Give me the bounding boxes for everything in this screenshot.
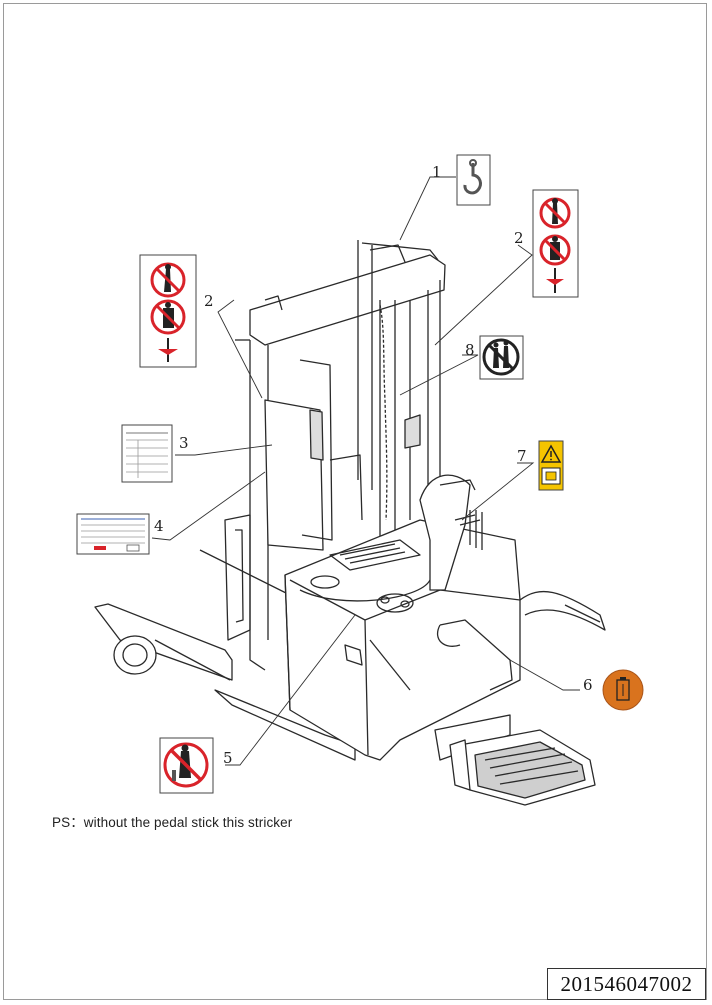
no-standing-under-fork-icon bbox=[532, 189, 579, 298]
foot-pedal bbox=[449, 729, 596, 806]
callout-5: 5 bbox=[223, 749, 233, 767]
callout-2-right: 2 bbox=[514, 229, 524, 247]
nameplate-icon bbox=[76, 513, 150, 555]
hook-icon bbox=[456, 154, 491, 206]
document-number: 201546047002 bbox=[547, 968, 706, 1000]
no-riding-icon bbox=[479, 335, 524, 380]
ps-note: PS：without the pedal stick this stricker bbox=[52, 815, 293, 830]
battery-icon bbox=[602, 669, 644, 711]
no-standing-on-platform-icon bbox=[159, 737, 214, 794]
callout-8: 8 bbox=[465, 341, 475, 359]
callout-1: 1 bbox=[432, 163, 442, 181]
callout-numbers: 1 2 2 3 4 5 6 7 8 bbox=[154, 163, 593, 767]
truck-body bbox=[284, 474, 606, 761]
mast bbox=[224, 240, 446, 671]
callout-3: 3 bbox=[179, 434, 189, 452]
capacity-plate-icon bbox=[121, 424, 173, 483]
callout-7: 7 bbox=[517, 447, 527, 465]
forks bbox=[94, 549, 356, 761]
callout-6: 6 bbox=[583, 676, 593, 694]
callout-2-left: 2 bbox=[204, 292, 214, 310]
callout-4: 4 bbox=[154, 517, 164, 535]
leader-lines bbox=[151, 176, 580, 766]
warning-triangle-icon bbox=[538, 440, 564, 491]
no-standing-under-fork-icon bbox=[139, 254, 197, 368]
page-frame bbox=[3, 3, 707, 1000]
